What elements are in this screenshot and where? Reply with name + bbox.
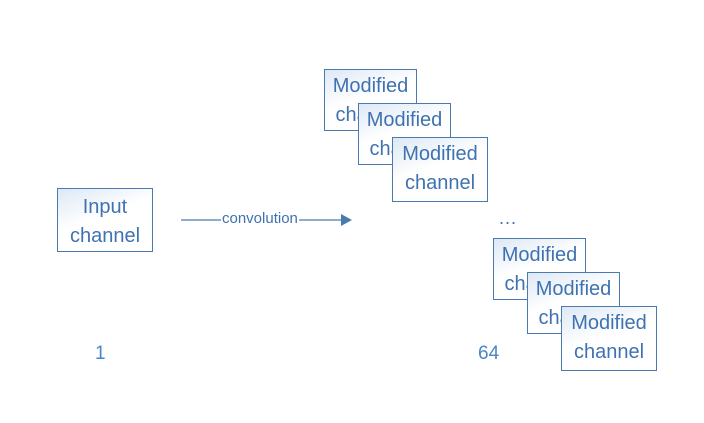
modified-channel-box: Modified channel xyxy=(561,306,657,371)
modified-channel-line2: channel xyxy=(404,172,476,194)
input-channel-line1: Input xyxy=(82,196,128,218)
input-channel-line2: channel xyxy=(69,225,141,247)
ellipsis: ... xyxy=(499,208,518,228)
modified-channel-box: Modified channel xyxy=(392,137,488,202)
modified-channel-line2: channel xyxy=(573,341,645,363)
modified-channel-line1: Modified xyxy=(366,109,443,131)
modified-channel-line1: Modified xyxy=(501,244,578,266)
modified-channel-line1: Modified xyxy=(402,143,478,165)
modified-channel-line1: Modified xyxy=(332,75,409,97)
modified-channel-line1: Modified xyxy=(571,312,647,334)
input-count: 1 xyxy=(95,343,106,364)
modified-channel-line1: Modified xyxy=(535,278,612,300)
convolution-label: convolution xyxy=(221,210,299,227)
output-count: 64 xyxy=(478,343,500,364)
input-channel-box: Input channel xyxy=(57,188,153,252)
